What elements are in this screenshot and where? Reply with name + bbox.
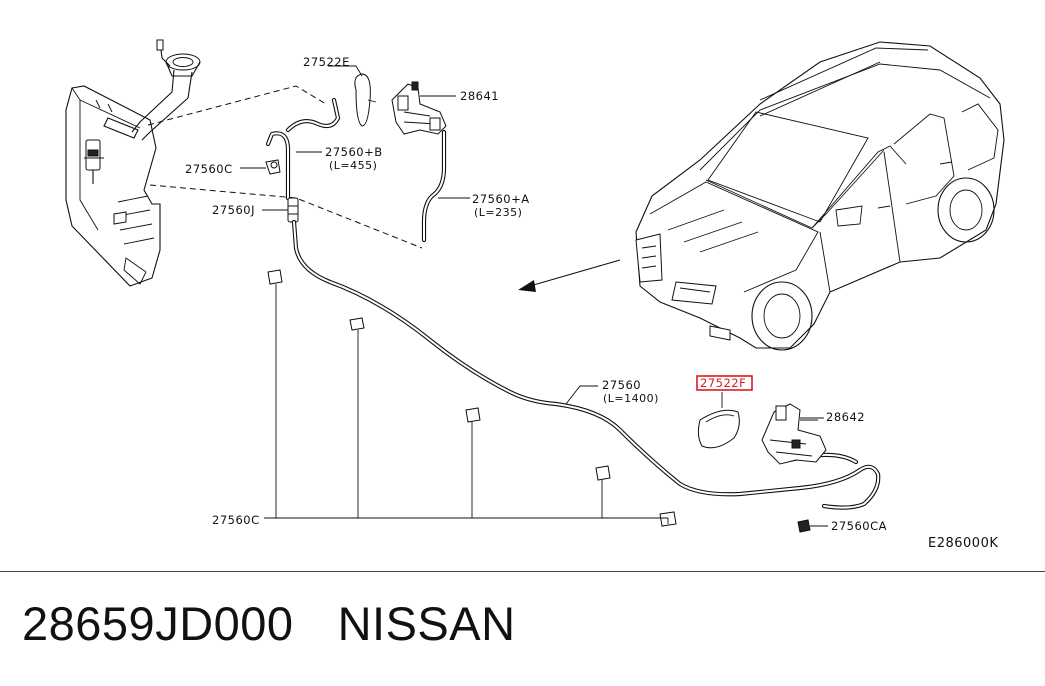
joint-27560J [287, 197, 299, 223]
label-27560C-top: 27560C [185, 162, 233, 176]
bracket-27560C [264, 284, 669, 524]
parts-diagram: 27522E 28641 27560+B (L=455) 27560C 2756… [65, 39, 1005, 551]
direction-arrow [518, 259, 621, 292]
label-27560B: 27560+B [325, 145, 383, 159]
label-28641: 28641 [460, 89, 499, 103]
label-27560C-bottom: 27560C [212, 513, 260, 527]
label-27560J: 27560J [212, 203, 255, 217]
label-27560B-length: (L=455) [329, 159, 377, 172]
brand-name: NISSAN [337, 597, 516, 650]
label-27560A: 27560+A [472, 192, 530, 206]
label-27522F: 27522F [700, 376, 746, 390]
hose-clips [267, 269, 677, 527]
diagram-code: E286000K [928, 536, 998, 551]
part-number: 28659JD000 [22, 597, 294, 650]
nozzle-cover-27522F [697, 392, 740, 449]
label-27560CA: 27560CA [831, 519, 887, 533]
clip-27560CA [797, 519, 828, 533]
label-27560-length: (L=1400) [603, 392, 659, 405]
hose-27560B [265, 97, 341, 201]
footer-caption: 28659JD000 NISSAN [22, 596, 516, 651]
washer-nozzle-28641 [391, 81, 447, 135]
label-27560A-length: (L=235) [474, 206, 522, 219]
part-labels: 27522E 28641 27560+B (L=455) 27560C 2756… [185, 55, 998, 551]
washer-nozzle-28642 [761, 403, 827, 465]
label-28642: 28642 [826, 410, 865, 424]
label-27522E: 27522E [303, 55, 350, 69]
clip-27560C-top [265, 159, 281, 175]
washer-tank [65, 39, 201, 287]
nozzle-cover-27522E [354, 73, 377, 127]
divider [0, 571, 1045, 572]
hose-27560 [291, 219, 881, 510]
highlight-box-27522F [696, 375, 753, 391]
label-leaders [240, 65, 824, 419]
hose-27560A [421, 129, 447, 243]
vehicle-illustration [635, 41, 1005, 351]
label-27560: 27560 [602, 378, 641, 392]
